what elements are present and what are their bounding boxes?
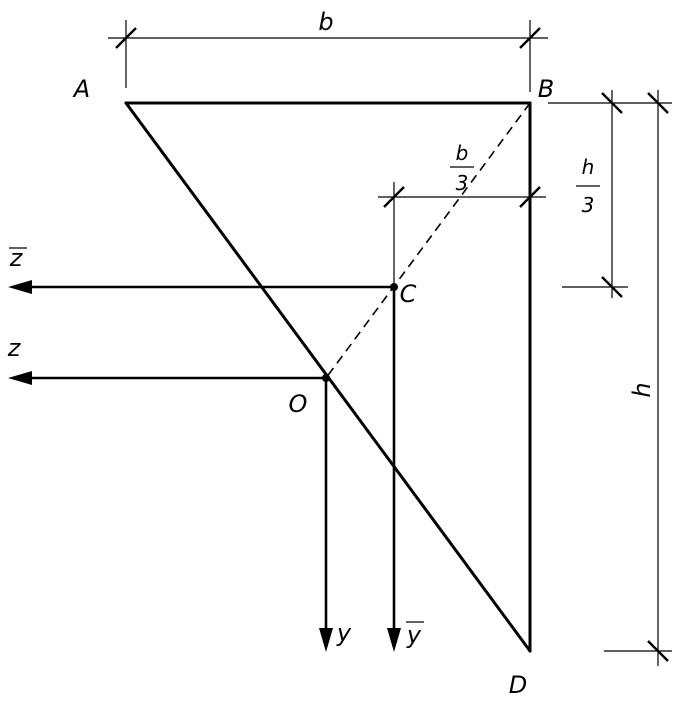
tick-b3-left: [383, 186, 405, 208]
label-b3-num: b: [456, 141, 469, 165]
label-axis-z-bar: z: [9, 244, 24, 272]
tick-b3-right: [519, 186, 541, 208]
label-h: h: [628, 382, 656, 397]
tick-b-left: [115, 27, 137, 49]
label-b3-den: 3: [456, 171, 469, 195]
label-axis-y: y: [336, 619, 352, 647]
label-point-a: A: [72, 75, 90, 103]
tick-h-top: [647, 92, 669, 114]
label-point-c: C: [400, 280, 417, 308]
label-axis-y-bar: y: [406, 621, 422, 649]
label-h3-num: h: [582, 155, 595, 179]
label-axis-z: z: [7, 334, 22, 362]
tick-h3-bottom: [601, 276, 623, 298]
arrow-z-icon: [8, 371, 32, 385]
label-point-o: O: [289, 390, 308, 418]
label-h3-den: 3: [582, 193, 595, 217]
tick-h-bottom: [647, 640, 669, 662]
arrow-y-icon: [319, 628, 333, 652]
arrow-z-bar-icon: [8, 280, 32, 294]
label-point-d: D: [509, 671, 527, 699]
point-o-dot: [322, 374, 330, 382]
label-point-b: B: [538, 75, 554, 103]
tick-b-right: [519, 27, 541, 49]
dashed-b-o: [325, 102, 531, 379]
arrow-y-bar-icon: [387, 628, 401, 652]
tick-h3-top: [601, 92, 623, 114]
point-c-dot: [390, 283, 398, 291]
label-b: b: [318, 8, 333, 36]
